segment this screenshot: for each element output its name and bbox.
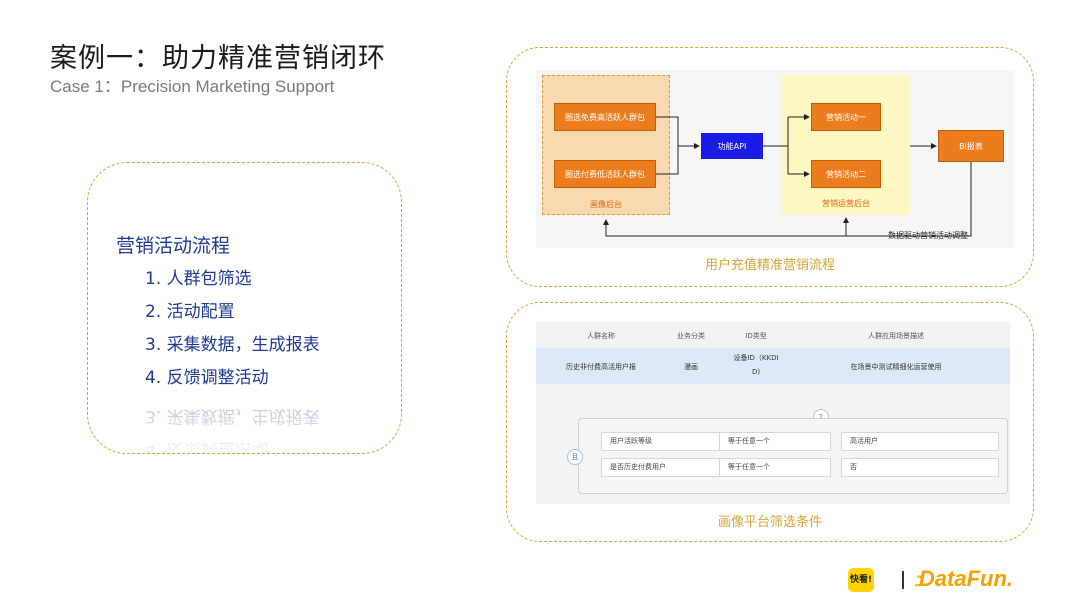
portrait-zone-label: 画像后台 xyxy=(590,200,622,209)
condition-field[interactable]: 是否历史付费用户 xyxy=(601,458,721,477)
flow-step: 4. 反馈调整活动 xyxy=(145,368,269,388)
condition-operator[interactable]: 等于任意一个 xyxy=(719,432,831,451)
column-header: 人群应用场景描述 xyxy=(868,332,924,340)
ops-backend-zone: 营销运营后台 xyxy=(782,75,910,215)
free-package-box: 圈选免费高活跃人群包 xyxy=(554,103,656,131)
condition-value[interactable]: 高活用户 xyxy=(841,432,999,451)
filter-caption: 画像平台筛选条件 xyxy=(717,515,822,530)
table-header: 人群名称 业务分类 ID类型 人群应用场景描述 xyxy=(536,322,1010,348)
logic-and-badge[interactable]: 且 xyxy=(567,449,583,465)
condition-value[interactable]: 否 xyxy=(841,458,999,477)
activity-2-box: 营销活动二 xyxy=(811,160,881,188)
paid-package-box: 圈选付费低活跃人群包 xyxy=(554,160,656,188)
flow-step: 2. 活动配置 xyxy=(145,302,235,322)
ops-zone-label: 营销运营后台 xyxy=(822,199,870,208)
column-header: 业务分类 xyxy=(677,332,705,340)
steps-reflection: 4. 反馈调整活动 3. 采集数据，生成报表 xyxy=(145,397,320,454)
table-row[interactable]: 历史非付费高活用户报 漫画 设备ID（KKDI D) 在场景中测试精细化运营使用 xyxy=(536,348,1010,384)
condition-field[interactable]: 用户活跃等级 xyxy=(601,432,721,451)
diagram-panel: 用户充值精准营销流程 xyxy=(506,47,1034,287)
datafun-dots-icon: ⁚⁚ xyxy=(914,573,921,589)
flow-title: 营销活动流程 xyxy=(116,235,231,257)
marketing-flow-panel: 营销活动流程 1. 人群包筛选 2. 活动配置 3. 采集数据，生成报表 4. … xyxy=(87,162,402,454)
page-title: 案例一：助力精准营销闭环 xyxy=(50,43,386,74)
bi-report-box: BI报表 xyxy=(938,130,1004,162)
api-box: 功能API xyxy=(701,133,763,159)
footer-logos: 快看! ⁚⁚DataFun. xyxy=(848,566,1038,594)
portrait-backend-zone: 画像后台 xyxy=(542,75,670,215)
flow-step: 3. 采集数据，生成报表 xyxy=(145,335,320,355)
kuaikan-logo: 快看! xyxy=(848,568,874,592)
column-header: ID类型 xyxy=(745,332,767,340)
cell-id-type-cont: D) xyxy=(751,368,761,376)
flow-step-reflection: 4. 反馈调整活动 xyxy=(145,439,269,454)
column-header: 人群名称 xyxy=(587,332,615,340)
activity-1-box: 营销活动一 xyxy=(811,103,881,131)
datafun-logo-text: DataFun. xyxy=(918,566,1014,591)
filter-panel: 画像平台筛选条件 xyxy=(506,302,1034,542)
flow-step: 1. 人群包筛选 xyxy=(145,269,252,289)
crowd-table: 人群名称 业务分类 ID类型 人群应用场景描述 历史非付费高活用户报 漫画 设备… xyxy=(536,322,1010,504)
condition-group: 用户活跃等级 等于任意一个 高活用户 是否历史付费用户 等于任意一个 否 xyxy=(578,418,1008,494)
diagram-arrows xyxy=(603,114,972,237)
cell-description: 在场景中测试精细化运营使用 xyxy=(850,363,942,371)
datafun-logo: ⁚⁚DataFun. xyxy=(914,566,1013,592)
flow-steps: 1. 人群包筛选 2. 活动配置 3. 采集数据，生成报表 4. 反馈调整活动 xyxy=(145,265,320,397)
condition-operator[interactable]: 等于任意一个 xyxy=(719,458,831,477)
diagram-caption: 用户充值精准营销流程 xyxy=(704,258,835,273)
logo-divider xyxy=(902,571,904,589)
cell-category: 漫画 xyxy=(684,363,698,371)
cell-id-type: 设备ID（KKDI xyxy=(733,354,779,362)
page-subtitle: Case 1：Precision Marketing Support xyxy=(50,77,335,96)
cell-name: 历史非付费高活用户报 xyxy=(566,363,636,371)
flow-step-reflection: 3. 采集数据，生成报表 xyxy=(145,406,320,426)
marketing-diagram: 画像后台 营销运营后台 圈选免费高活跃人群包 圈选付费低活跃人群包 功能API … xyxy=(536,70,1014,248)
